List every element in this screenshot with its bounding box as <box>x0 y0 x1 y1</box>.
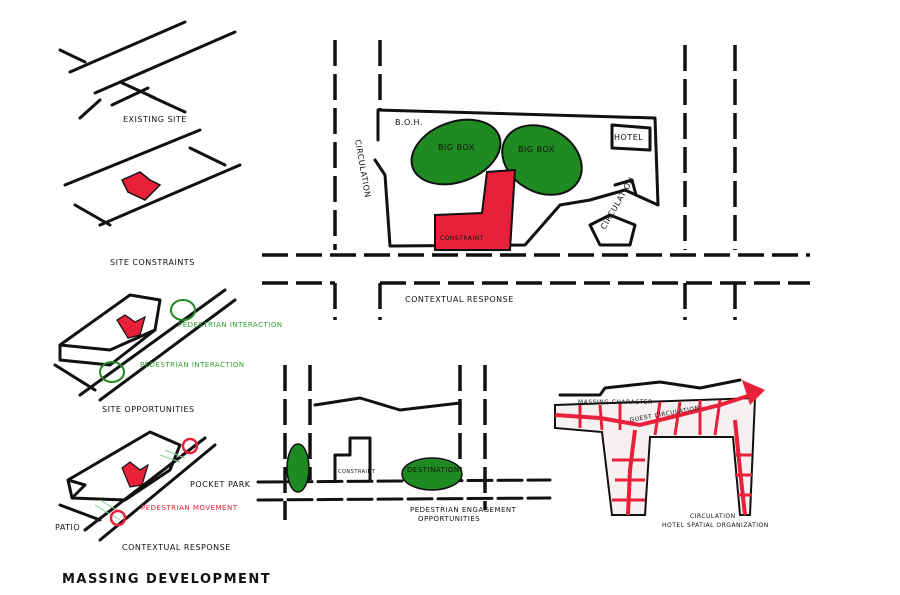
label-opportunities: OPPORTUNITIES <box>418 515 480 523</box>
existing-site-sketch: EXISTING SITE <box>58 20 237 124</box>
label-site-opportunities: SITE OPPORTUNITIES <box>102 405 195 414</box>
label-big-box-2: BIG BOX <box>518 145 555 154</box>
label-contextual-response: CONTEXTUAL RESPONSE <box>122 543 231 552</box>
label-circulation-left: CIRCULATION <box>353 139 372 199</box>
site-constraints-sketch: SITE CONSTRAINTS <box>63 128 242 267</box>
label-pedestrian-interaction-1: PEDESTRIAN INTERACTION <box>178 321 283 329</box>
site-plan: B.O.H. HOTEL BIG BOX BIG BOX CIRCULATION… <box>262 40 810 320</box>
title-massing-development: MASSING DEVELOPMENT <box>62 572 271 587</box>
label-pedestrian-interaction-2: PEDESTRIAN INTERACTION <box>140 361 245 369</box>
label-massing-character: MASSING CHARACTER <box>578 399 653 406</box>
label-boh: B.O.H. <box>395 118 423 127</box>
label-constraint-small: CONSTRAINT <box>338 469 376 475</box>
label-circulation: CIRCULATION <box>690 513 736 520</box>
label-hotel: HOTEL <box>614 133 643 142</box>
site-opportunities-sketch: PEDESTRIAN INTERACTION PEDESTRIAN INTERA… <box>53 288 283 414</box>
label-patio: PATIO <box>55 523 80 532</box>
label-existing-site: EXISTING SITE <box>123 115 187 124</box>
label-constraint: CONSTRAINT <box>440 235 484 242</box>
label-big-box-1: BIG BOX <box>438 143 475 152</box>
hotel-plan: MASSING CHARACTER GUEST CIRCULATION CIRC… <box>554 378 769 529</box>
label-contextual-response-plan: CONTEXTUAL RESPONSE <box>405 295 514 304</box>
label-pedestrian-engagement: PEDESTRIAN ENGAGEMENT <box>410 506 517 514</box>
pedestrian-plan: CONSTRAINT DESTINATION PEDESTRIAN ENGAGE… <box>256 365 552 523</box>
contextual-response-sketch: POCKET PARK PEDESTRIAN MOVEMENT PATIO CO… <box>55 430 251 552</box>
label-pocket-park: POCKET PARK <box>190 480 251 489</box>
label-hotel-spatial-organization: HOTEL SPATIAL ORGANIZATION <box>662 522 769 529</box>
label-site-constraints: SITE CONSTRAINTS <box>110 258 195 267</box>
label-pedestrian-movement: PEDESTRIAN MOVEMENT <box>141 504 238 512</box>
label-destination: DESTINATION <box>407 466 460 474</box>
